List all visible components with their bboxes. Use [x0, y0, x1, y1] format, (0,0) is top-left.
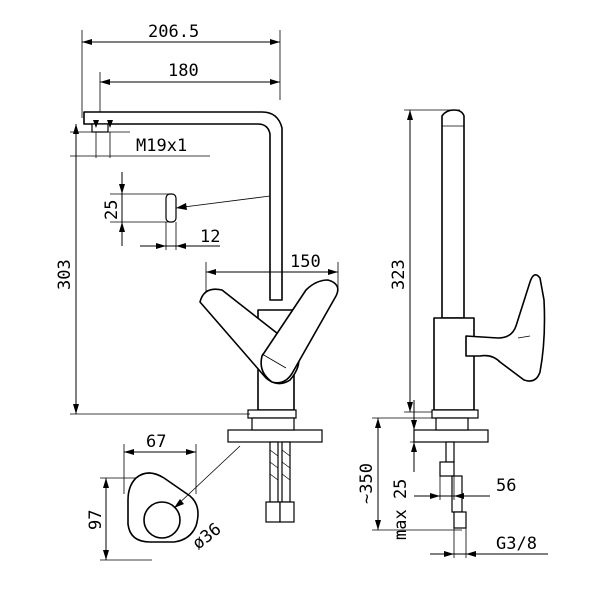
side-view: 323 ~350 max 25 56 — [357, 109, 548, 558]
dim-overall-width: 206.5 — [148, 22, 199, 42]
dim-aerator-height: 25 — [102, 200, 122, 220]
dim-hose-length: ~350 — [357, 463, 377, 504]
dim-thread: M19x1 — [136, 136, 187, 156]
dim-max-thickness: max 25 — [391, 479, 411, 540]
dim-base-depth: 97 — [86, 510, 106, 530]
dim-aerator-width: 12 — [200, 227, 220, 247]
dim-height: 303 — [55, 259, 75, 290]
dim-spout-reach: 180 — [168, 61, 199, 81]
front-view: 206.5 180 M19x1 25 12 — [55, 22, 339, 523]
base-plan: 67 97 ø36 — [86, 432, 241, 561]
dim-hose-diameter: 56 — [496, 476, 516, 496]
dim-lever-span: 150 — [290, 252, 321, 272]
dim-connection: G3/8 — [496, 534, 537, 554]
dim-base-width: 67 — [146, 432, 166, 452]
dim-side-height: 323 — [389, 259, 409, 290]
